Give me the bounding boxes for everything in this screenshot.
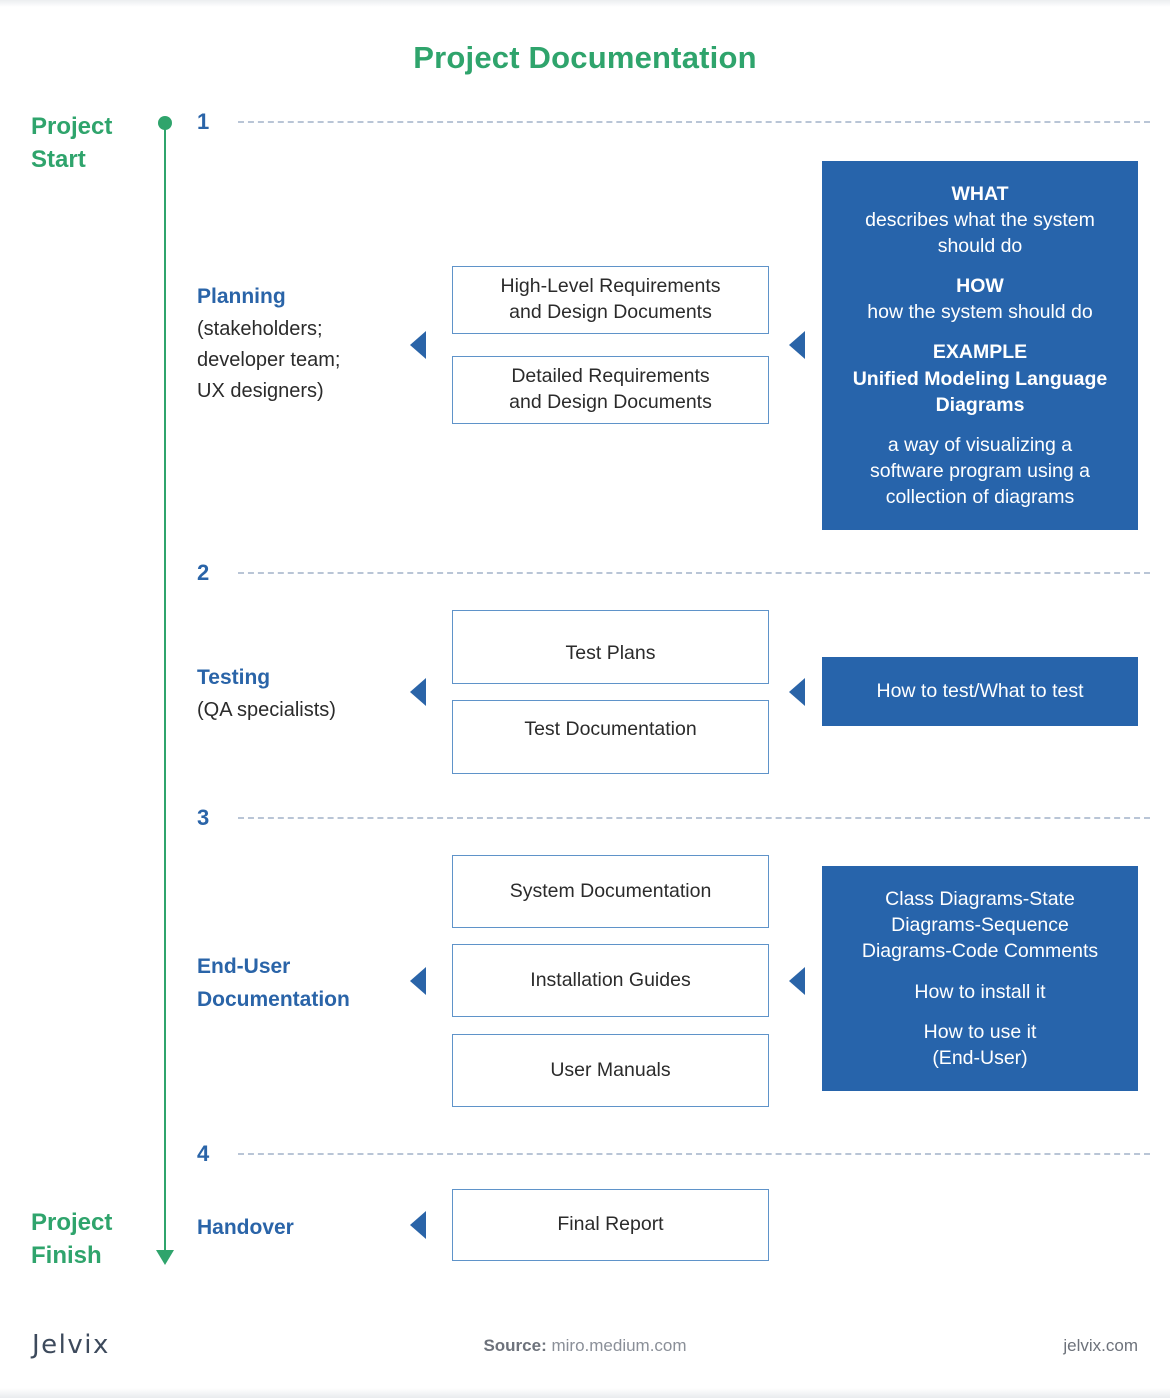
stage-label-testing: Testing (QA specialists): [197, 662, 412, 726]
stage-sub-testing: (QA specialists): [197, 698, 336, 721]
info-panel-planning: WHAT describes what the system should do…: [822, 161, 1138, 530]
step-dashed-line-4: [238, 1153, 1150, 1155]
doc-box-test-plans[interactable]: Test Plans: [452, 610, 769, 684]
doc-box-user-manuals[interactable]: User Manuals: [452, 1034, 769, 1107]
project-finish-label: Project Finish: [31, 1209, 113, 1269]
panel-spacer: [822, 1005, 1138, 1019]
timeline-end-arrow-icon: [156, 1250, 174, 1265]
doc-box-high-level-requirements[interactable]: High-Level Requirements and Design Docum…: [452, 266, 769, 334]
timeline-start-dot: [158, 116, 172, 130]
footer: Jelvix Source: miro.medium.com jelvix.co…: [0, 1330, 1170, 1370]
step-number-3: 3: [197, 805, 210, 830]
step-rule-2: 2: [197, 561, 1150, 591]
top-edge-band: [0, 0, 1170, 7]
arrow-left-icon-stage-2: [410, 678, 426, 706]
stage-name-end-user-documentation: End-User Documentation: [197, 955, 350, 1011]
timeline-spine: [164, 128, 166, 1260]
site-url: jelvix.com: [1063, 1336, 1138, 1355]
arrow-left-icon-stage-4: [410, 1211, 426, 1239]
doc-box-installation-guides[interactable]: Installation Guides: [452, 944, 769, 1017]
stage-label-end-user-documentation: End-User Documentation: [197, 951, 412, 1016]
panel-spacer: [822, 325, 1138, 339]
stage-name-handover: Handover: [197, 1216, 294, 1239]
doc-box-detailed-requirements[interactable]: Detailed Requirements and Design Documen…: [452, 356, 769, 424]
arrow-left-icon-panel-1: [789, 331, 805, 359]
stage-name-testing: Testing: [197, 666, 271, 689]
panel-heading-how: HOW: [956, 275, 1004, 298]
jelvix-logo: Jelvix: [32, 1330, 110, 1360]
step-dashed-line-3: [238, 817, 1150, 819]
step-dashed-line-1: [238, 121, 1150, 123]
arrow-left-icon-panel-2: [789, 678, 805, 706]
panel-spacer: [822, 418, 1138, 432]
doc-box-final-report[interactable]: Final Report: [452, 1189, 769, 1261]
project-start-label: Project Start: [31, 113, 113, 173]
panel-text-what: describes what the system should do: [865, 208, 1095, 258]
info-panel-testing: How to test/What to test: [822, 657, 1138, 726]
source-label: Source:: [483, 1336, 547, 1355]
stage-label-handover: Handover: [197, 1212, 412, 1245]
arrow-left-icon-panel-3: [789, 967, 805, 995]
arrow-left-icon-stage-1: [410, 331, 426, 359]
page-title: Project Documentation: [413, 40, 757, 75]
step-number-4: 4: [197, 1141, 210, 1166]
doc-box-system-documentation[interactable]: System Documentation: [452, 855, 769, 928]
stage-sub-planning: (stakeholders; developer team; UX design…: [197, 317, 341, 402]
info-panel-end-user: Class Diagrams-State Diagrams-Sequence D…: [822, 866, 1138, 1091]
step-number-1: 1: [197, 109, 210, 134]
source-credit: Source: miro.medium.com: [0, 1336, 1170, 1356]
bottom-edge-band: [0, 1388, 1170, 1398]
panel-text-how: how the system should do: [867, 301, 1093, 324]
panel-heading-what: WHAT: [951, 182, 1009, 205]
panel-text-uml: Unified Modeling Language Diagrams: [852, 367, 1108, 416]
panel-text-how-to-use: How to use it (End-User): [923, 1020, 1037, 1069]
stage-label-planning: Planning (stakeholders; developer team; …: [197, 281, 412, 407]
step-rule-1: 1: [197, 110, 1150, 140]
panel-text-how-to-test: How to test/What to test: [876, 680, 1084, 703]
panel-spacer: [822, 965, 1138, 979]
panel-text-uml-description: a way of visualizing a software program …: [869, 433, 1091, 509]
panel-spacer: [822, 259, 1138, 273]
panel-heading-example: EXAMPLE: [932, 341, 1028, 364]
step-rule-3: 3: [197, 806, 1150, 836]
step-rule-4: 4: [197, 1142, 1150, 1172]
panel-text-how-to-install: How to install it: [914, 980, 1046, 1003]
panel-text-diagram-types: Class Diagrams-State Diagrams-Sequence D…: [861, 888, 1099, 963]
arrow-left-icon-stage-3: [410, 967, 426, 995]
step-dashed-line-2: [238, 572, 1150, 574]
stage-name-planning: Planning: [197, 285, 286, 308]
step-number-2: 2: [197, 560, 210, 585]
doc-box-test-documentation[interactable]: Test Documentation: [452, 700, 769, 774]
source-value: miro.medium.com: [551, 1336, 687, 1355]
